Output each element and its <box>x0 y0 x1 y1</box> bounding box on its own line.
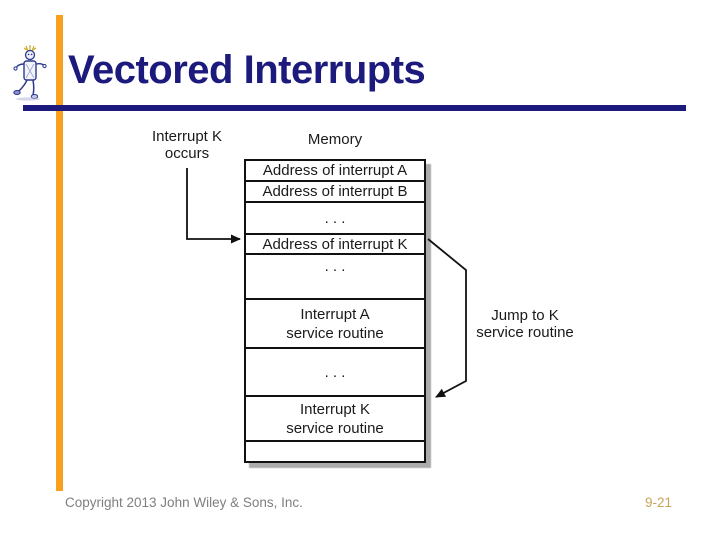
mascot-logo <box>11 45 49 101</box>
title-rule <box>23 105 686 111</box>
interrupt-k-occurs-label: Interrupt K occurs <box>151 128 223 162</box>
interrupt-occurs-arrow <box>186 168 241 244</box>
memory-table-row: . . . <box>246 203 424 235</box>
memory-table-row <box>246 442 424 461</box>
memory-table-row: . . . <box>246 255 424 300</box>
memory-table: Address of interrupt A Address of interr… <box>244 159 426 463</box>
footer-copyright: Copyright 2013 John Wiley & Sons, Inc. <box>65 495 303 510</box>
memory-table-row: Interrupt K service routine <box>246 397 424 442</box>
accent-bar <box>56 15 63 491</box>
memory-table-row: Address of interrupt A <box>246 161 424 182</box>
memory-table-row: Address of interrupt K <box>246 235 424 255</box>
memory-table-row: Address of interrupt B <box>246 182 424 203</box>
memory-table-row: . . . <box>246 349 424 397</box>
footer-page-number: 9-21 <box>644 495 672 510</box>
jump-to-k-label: Jump to K service routine <box>476 307 574 341</box>
slide-title: Vectored Interrupts <box>68 48 426 92</box>
memory-label: Memory <box>307 131 363 148</box>
walking-robot-icon <box>13 45 47 101</box>
memory-table-row: Interrupt A service routine <box>246 300 424 349</box>
